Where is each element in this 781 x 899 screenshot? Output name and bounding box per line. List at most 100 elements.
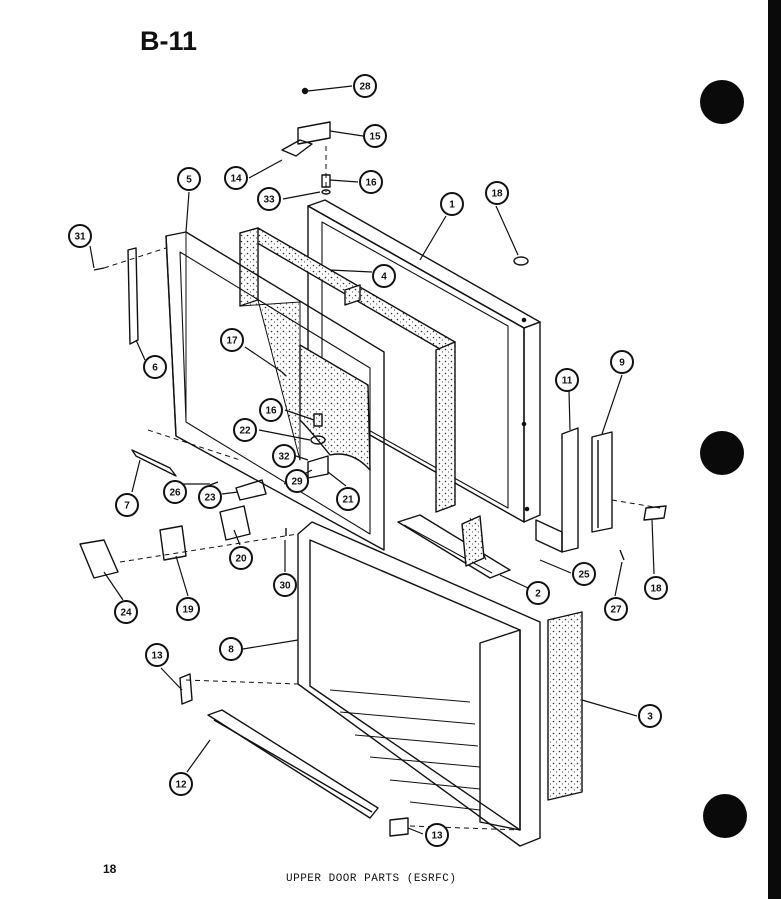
- callout-circle: [440, 192, 464, 216]
- callout-c-13b: 13: [425, 823, 449, 847]
- callout-circle: [259, 398, 283, 422]
- callout-c-11: 11: [555, 368, 579, 392]
- callout-c-31: 31: [68, 224, 92, 248]
- callout-c-13a: 13: [145, 643, 169, 667]
- callout-c-9: 9: [610, 350, 634, 374]
- callout-circle: [145, 643, 169, 667]
- callout-circle: [176, 597, 200, 621]
- callout-label: 3: [647, 712, 653, 723]
- callout-label: 30: [279, 581, 291, 592]
- part-bottom-trim: [207, 709, 379, 819]
- callout-c-15: 15: [363, 124, 387, 148]
- callout-circle: [555, 368, 579, 392]
- callout-c-33: 33: [257, 187, 281, 211]
- callout-c-7: 7: [115, 493, 139, 517]
- callout-c-4: 4: [372, 264, 396, 288]
- callout-label: 18: [491, 189, 503, 200]
- callout-circle: [572, 562, 596, 586]
- callout-label: 11: [562, 376, 573, 387]
- callout-circle: [353, 74, 377, 98]
- callout-label: 29: [291, 477, 303, 488]
- page-edge-bar: [768, 0, 781, 899]
- callout-c-19: 19: [176, 597, 200, 621]
- callout-label: 21: [342, 495, 354, 506]
- callout-c-1: 1: [440, 192, 464, 216]
- part-hinge-top: [281, 87, 331, 195]
- part-pad: [643, 505, 667, 521]
- part-bottom-channel: [397, 514, 511, 579]
- callout-label: 19: [182, 605, 194, 616]
- part-outer-door-frame: [307, 199, 541, 523]
- callout-label: 16: [265, 406, 277, 417]
- callout-label: 23: [204, 493, 216, 504]
- callout-circle: [198, 485, 222, 509]
- part-gasket: [165, 231, 385, 551]
- part-handle-bracket: [591, 431, 613, 533]
- callout-label: 7: [124, 501, 130, 512]
- diagram-caption: UPPER DOOR PARTS (ESRFC): [286, 873, 457, 885]
- callout-c-8: 8: [219, 637, 243, 661]
- callout-label: 9: [619, 358, 625, 369]
- callout-label: 6: [152, 363, 158, 374]
- callout-c-26: 26: [163, 480, 187, 504]
- page-number: 18: [103, 862, 117, 876]
- binder-hole-middle: [700, 431, 744, 475]
- callout-c-22: 22: [233, 418, 257, 442]
- callout-c-20: 20: [229, 546, 253, 570]
- callout-circle: [372, 264, 396, 288]
- callout-label: 26: [169, 488, 181, 499]
- part-bottom-trim-small: [131, 449, 177, 477]
- callout-circle: [610, 350, 634, 374]
- callout-label: 28: [359, 82, 371, 93]
- callout-label: 5: [186, 175, 192, 186]
- callout-c-29: 29: [285, 469, 309, 493]
- callout-c-16a: 16: [359, 170, 383, 194]
- callout-label: 27: [610, 605, 622, 616]
- callout-label: 14: [230, 174, 242, 185]
- part-side-bracket: [535, 427, 579, 553]
- callout-label: 32: [278, 452, 290, 463]
- callout-circle: [229, 546, 253, 570]
- callout-c-2: 2: [526, 581, 550, 605]
- callout-c-27: 27: [604, 597, 628, 621]
- callout-label: 12: [175, 780, 187, 791]
- callout-label: 2: [535, 589, 541, 600]
- callout-label: 16: [365, 178, 377, 189]
- callout-circle: [219, 637, 243, 661]
- callout-c-17: 17: [220, 328, 244, 352]
- callout-circle: [115, 493, 139, 517]
- callout-circle: [272, 444, 296, 468]
- callout-c-3: 3: [638, 704, 662, 728]
- callout-label: 24: [120, 608, 132, 619]
- callout-circle: [604, 597, 628, 621]
- callout-label: 8: [228, 645, 234, 656]
- callout-c-16b: 16: [259, 398, 283, 422]
- callout-c-30: 30: [273, 573, 297, 597]
- callout-circle: [257, 187, 281, 211]
- callout-label: 4: [381, 272, 387, 283]
- assembly-lines: [103, 146, 661, 831]
- callout-circle: [220, 328, 244, 352]
- callout-c-5: 5: [177, 167, 201, 191]
- binder-hole-bottom: [703, 794, 747, 838]
- part-side-strip: [547, 611, 583, 801]
- callout-circle: [359, 170, 383, 194]
- callout-c-28: 28: [353, 74, 377, 98]
- callout-c-12: 12: [169, 772, 193, 796]
- callout-c-6: 6: [143, 355, 167, 379]
- callout-circle: [163, 480, 187, 504]
- callout-label: 1: [449, 200, 455, 211]
- part-door-liner: [297, 521, 541, 847]
- callout-c-18a: 18: [485, 181, 509, 205]
- part-foam-insulation: [239, 227, 456, 513]
- callout-circle: [114, 600, 138, 624]
- callout-c-32: 32: [272, 444, 296, 468]
- callout-circle: [644, 576, 668, 600]
- callout-circle: [485, 181, 509, 205]
- callout-label: 22: [239, 426, 251, 437]
- callout-c-24: 24: [114, 600, 138, 624]
- callout-label: 25: [578, 570, 590, 581]
